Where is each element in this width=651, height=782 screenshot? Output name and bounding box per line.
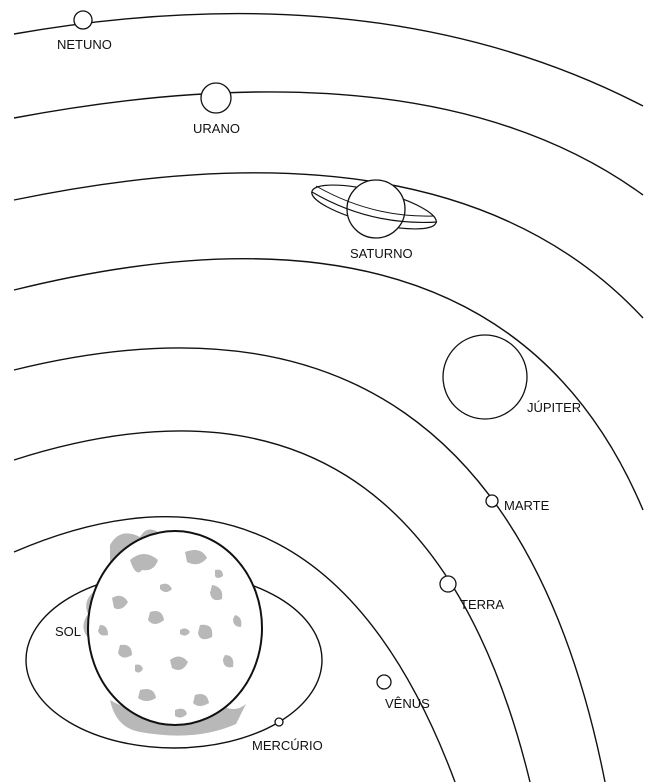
label-jupiter: JÚPITER xyxy=(527,400,581,415)
label-netuno: NETUNO xyxy=(57,37,112,52)
orbit-jupiter xyxy=(14,259,643,510)
planet-venus xyxy=(377,675,391,689)
planet-saturno xyxy=(308,176,440,238)
planet-marte xyxy=(486,495,498,507)
label-urano: URANO xyxy=(193,121,240,136)
label-terra: TERRA xyxy=(460,597,504,612)
planet-mercurio xyxy=(275,718,283,726)
sun xyxy=(83,529,262,735)
planet-netuno xyxy=(74,11,92,29)
saturn-body xyxy=(347,180,405,238)
orbit-saturno xyxy=(14,173,643,318)
orbit-netuno xyxy=(14,14,643,106)
planet-jupiter xyxy=(443,335,527,419)
label-mercurio: MERCÚRIO xyxy=(252,738,323,753)
label-marte: MARTE xyxy=(504,498,550,513)
sun-body xyxy=(88,531,262,725)
orbit-urano xyxy=(14,92,643,195)
planet-terra xyxy=(440,576,456,592)
orbit-marte xyxy=(14,348,605,782)
label-saturno: SATURNO xyxy=(350,246,413,261)
label-venus: VÊNUS xyxy=(385,696,430,711)
label-sol: SOL xyxy=(55,624,81,639)
planet-urano xyxy=(201,83,231,113)
